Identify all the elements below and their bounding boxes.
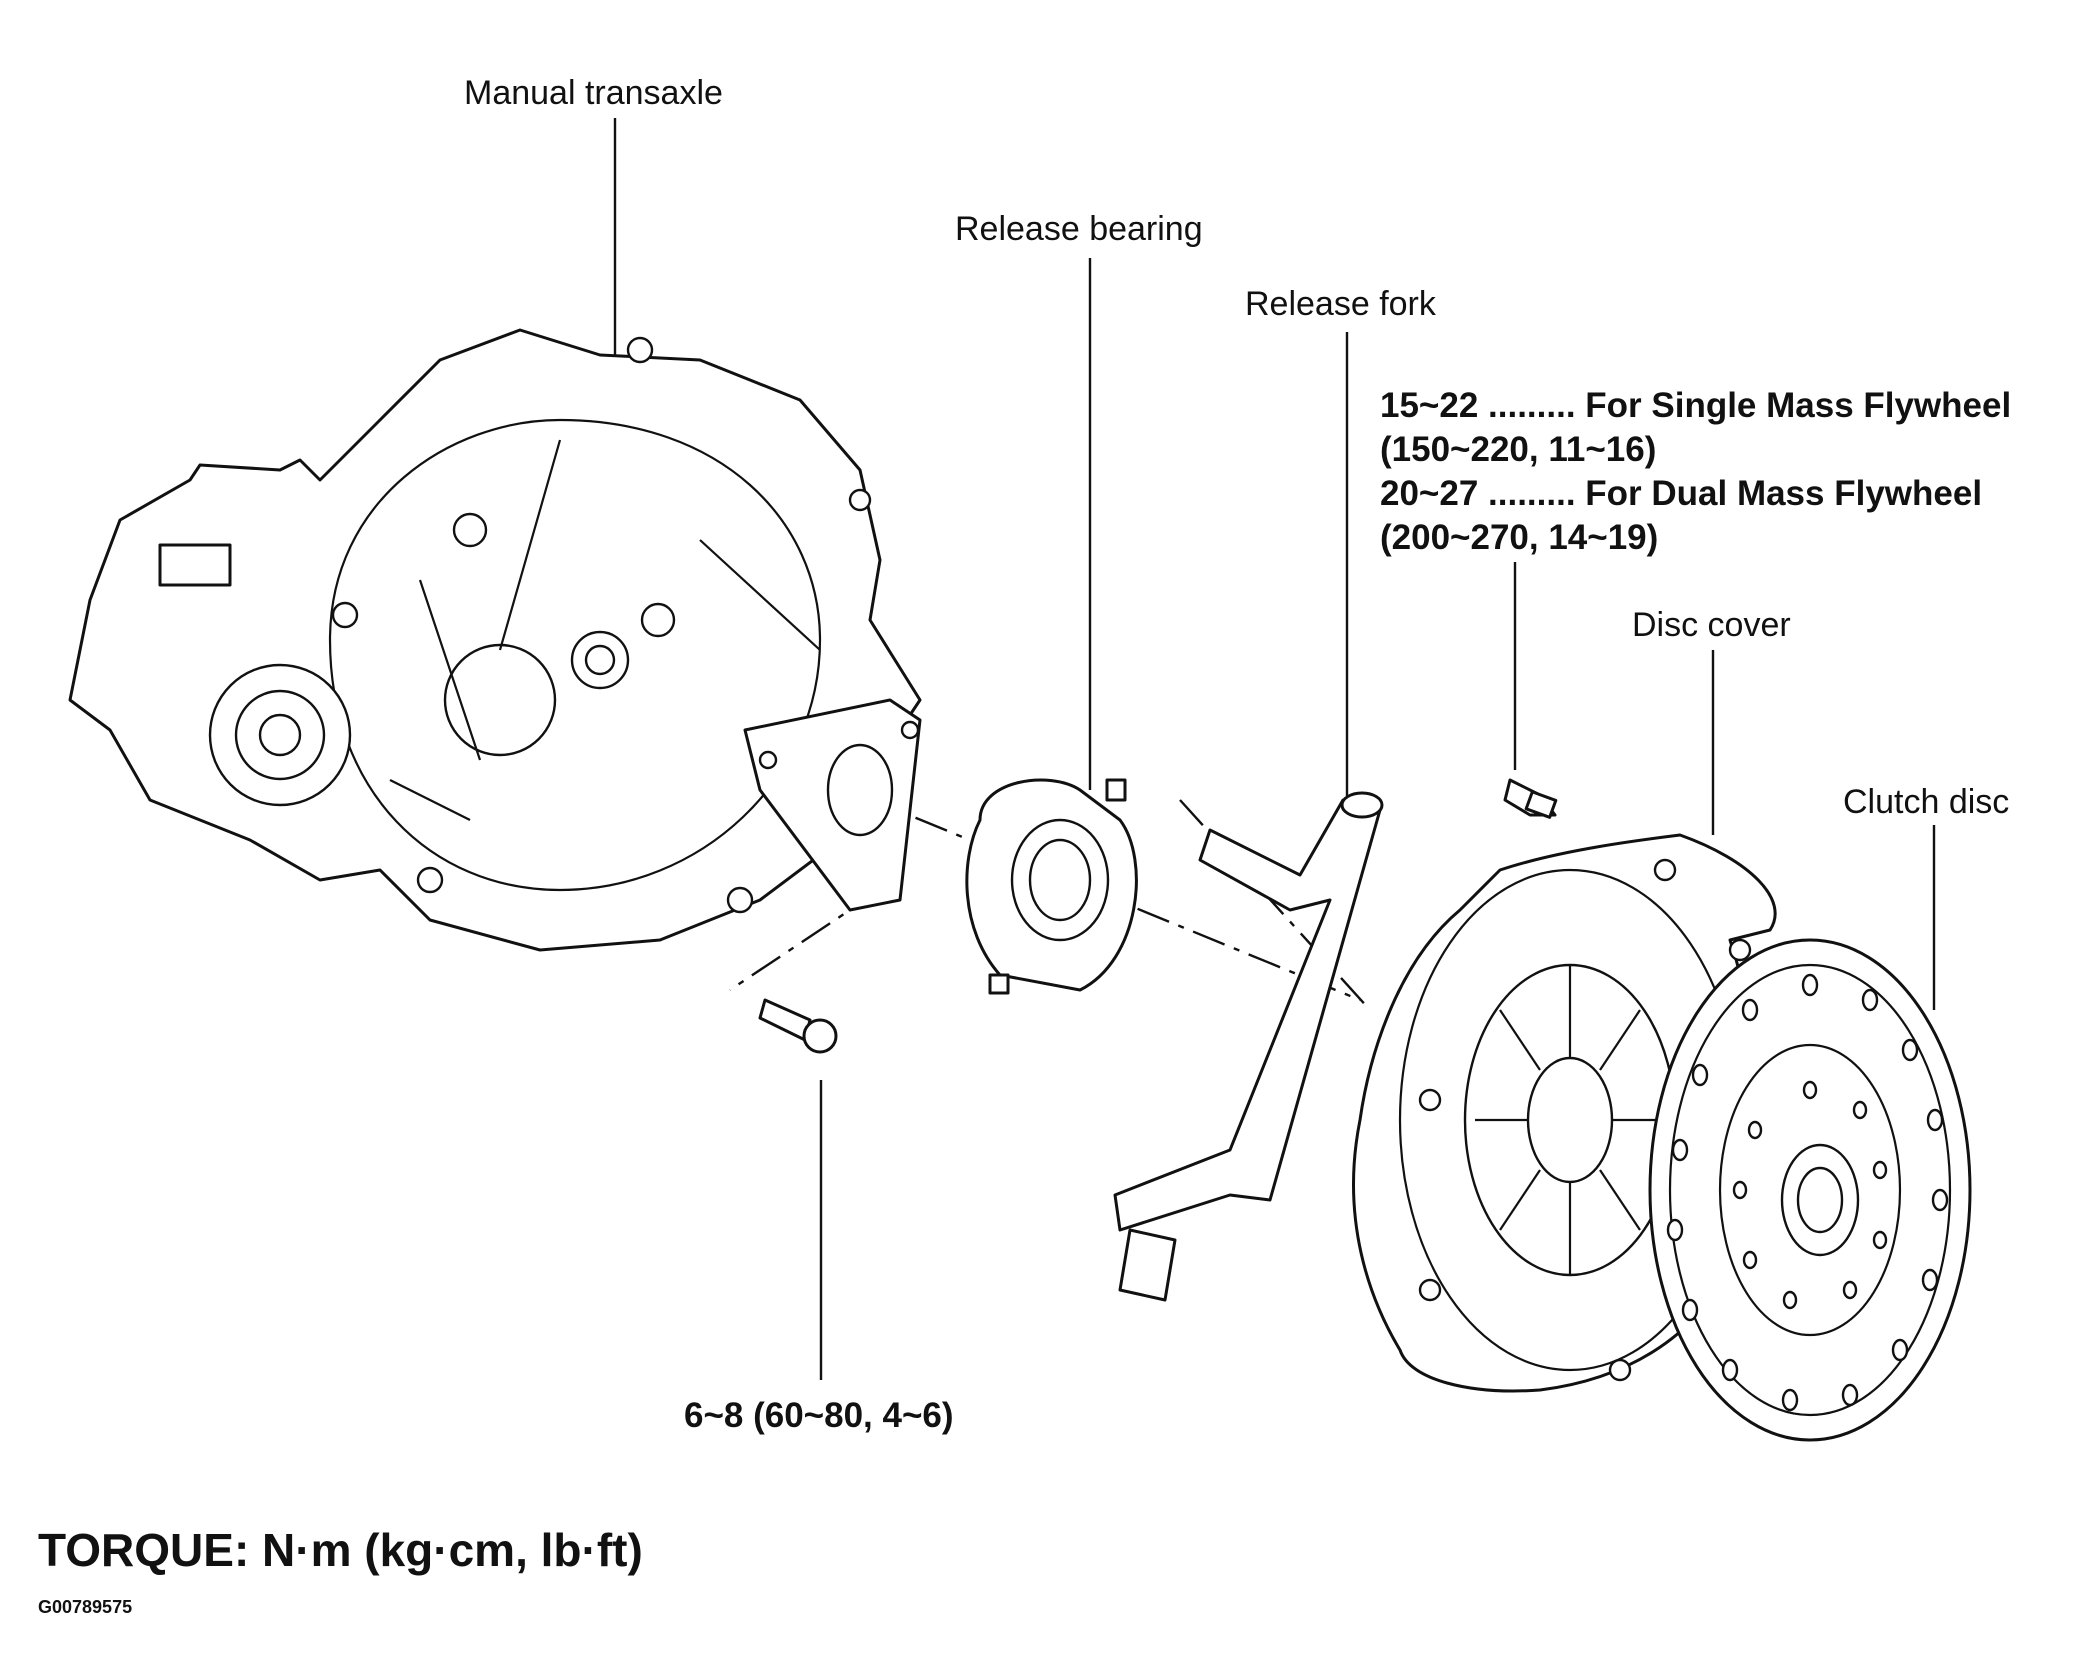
disc-cover-bolt bbox=[1503, 778, 1558, 819]
clutch-disc-label: Clutch disc bbox=[1843, 783, 2010, 821]
torque-bearing-bolt: 6~8 (60~80, 4~6) bbox=[684, 1396, 954, 1435]
release-bearing bbox=[965, 778, 1138, 995]
torque-dual-mass-alt-units: (200~270, 14~19) bbox=[1380, 518, 1659, 557]
torque-dual-mass: 20~27 ......... For Dual Mass Flywheel bbox=[1380, 474, 1983, 513]
release-fork-label: Release fork bbox=[1245, 285, 1436, 323]
release-fork bbox=[1113, 791, 1384, 1302]
disc-cover-label: Disc cover bbox=[1632, 606, 1791, 644]
torque-units-legend: TORQUE: N·m (kg·cm, lb·ft) bbox=[38, 1524, 643, 1576]
bearing-retainer-plate bbox=[743, 698, 922, 912]
leader-lines bbox=[613, 118, 1936, 1380]
manual-transaxle bbox=[68, 328, 922, 952]
manual-transaxle-label: Manual transaxle bbox=[464, 74, 723, 112]
figure-code: G00789575 bbox=[38, 1597, 133, 1617]
torque-single-mass-alt-units: (150~220, 11~16) bbox=[1380, 430, 1657, 469]
torque-single-mass: 15~22 ......... For Single Mass Flywheel bbox=[1380, 386, 2012, 425]
bearing-bolt bbox=[758, 998, 838, 1054]
clutch-disc bbox=[1648, 938, 1972, 1442]
release-bearing-label: Release bearing bbox=[955, 210, 1203, 248]
